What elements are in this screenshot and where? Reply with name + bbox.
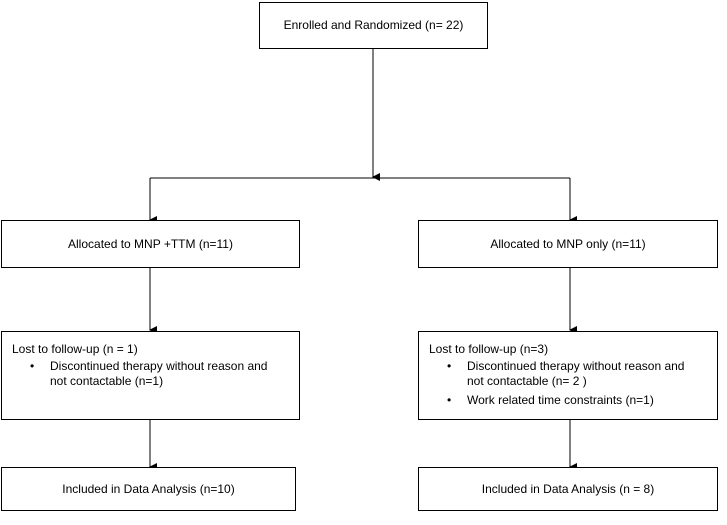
bullet-icon: •: [447, 393, 452, 407]
left-lost-reason-text: Discontinued therapy without reason and …: [50, 359, 268, 388]
bullet-icon: •: [447, 359, 452, 373]
right-analysis-box: Included in Data Analysis (n = 8): [418, 467, 718, 511]
left-lost-reason-item: • Discontinued therapy without reason an…: [30, 359, 280, 389]
left-allocation-label: Allocated to MNP +TTM (n=11): [68, 236, 233, 251]
left-analysis-label: Included in Data Analysis (n=10): [62, 481, 235, 496]
left-lost-followup-box: Lost to follow-up (n = 1) • Discontinued…: [1, 331, 300, 420]
left-lost-reasons-list: • Discontinued therapy without reason an…: [12, 359, 289, 389]
left-lost-title: Lost to follow-up (n = 1): [12, 342, 138, 356]
right-lost-reason-item: • Work related time constraints (n=1): [447, 393, 707, 408]
right-lost-reason-text: Work related time constraints (n=1): [467, 393, 654, 407]
left-analysis-box: Included in Data Analysis (n=10): [1, 467, 296, 511]
right-lost-title: Lost to follow-up (n=3): [429, 342, 549, 356]
right-analysis-label: Included in Data Analysis (n = 8): [481, 481, 655, 496]
right-lost-reasons-list: • Discontinued therapy without reason an…: [429, 359, 707, 408]
bullet-icon: •: [30, 359, 35, 373]
right-allocation-label: Allocated to MNP only (n=11): [490, 236, 646, 251]
enrollment-label: Enrolled and Randomized (n= 22): [283, 18, 464, 32]
enrollment-box: Enrolled and Randomized (n= 22): [259, 2, 488, 49]
right-lost-followup-box: Lost to follow-up (n=3) • Discontinued t…: [418, 331, 718, 420]
right-lost-reason-item: • Discontinued therapy without reason an…: [447, 359, 697, 389]
right-allocation-box: Allocated to MNP only (n=11): [418, 220, 718, 268]
left-allocation-box: Allocated to MNP +TTM (n=11): [1, 220, 300, 268]
right-lost-reason-text: Discontinued therapy without reason and …: [467, 359, 685, 388]
